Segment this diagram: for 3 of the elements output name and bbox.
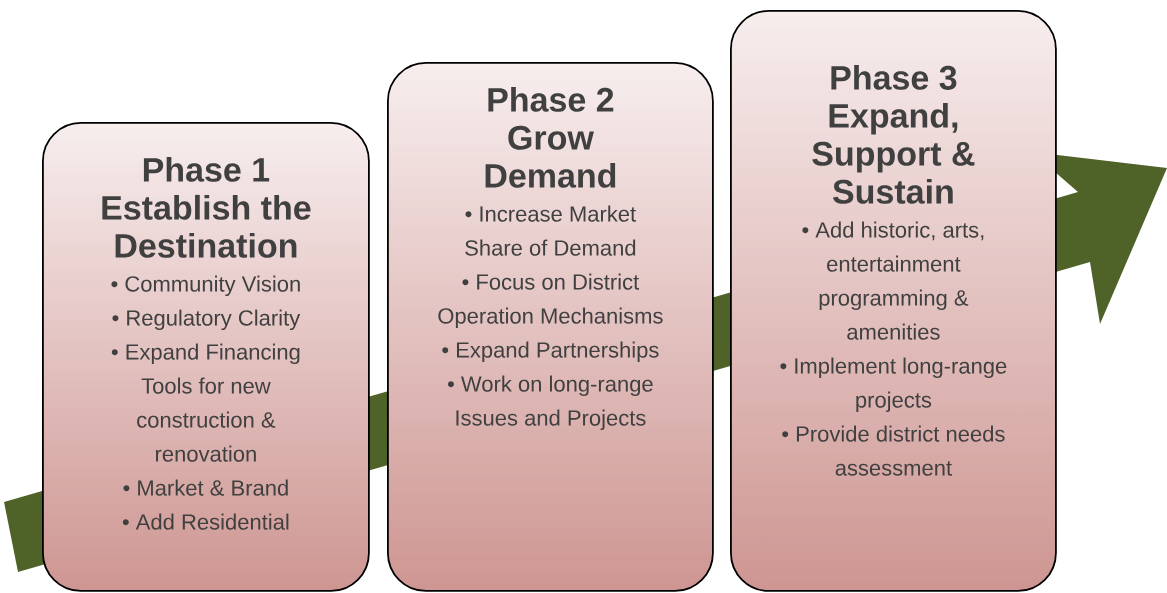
phase-box: Phase 2 Grow Demand • Increase Market Share of Demand • Focus on District Operation Mechanisms • Expand Partnerships • Work on long-range Issues and Projects: [387, 62, 714, 592]
phase-box: Phase 1 Establish the Destination • Community Vision • Regulatory Clarity • Expand Financing Tools for new construction & renovation • Market & Brand • Add Residential: [42, 122, 370, 592]
phase-box: Phase 3 Expand, Support & Sustain • Add historic, arts, entertainment programming & amenities • Implement long-range projects • Provide district needs assessment: [730, 10, 1057, 592]
